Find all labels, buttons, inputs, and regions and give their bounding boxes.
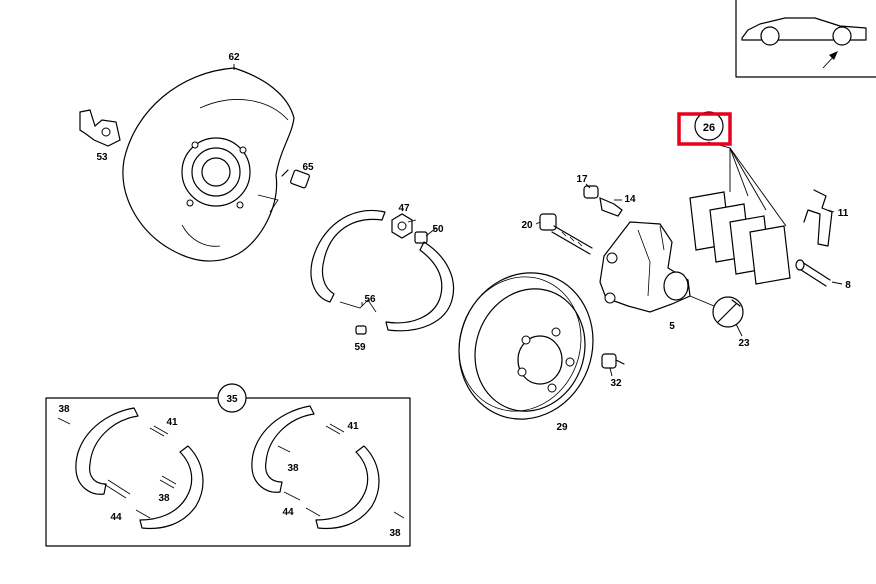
label-38-b: 38 <box>158 493 170 504</box>
label-29: 29 <box>556 422 568 433</box>
label-50: 50 <box>432 224 444 235</box>
label-32: 32 <box>610 378 622 389</box>
label-14: 14 <box>624 194 636 205</box>
brake-disc-29 <box>458 272 594 420</box>
shoe-kit-inset-35 <box>45 383 411 547</box>
bleeder-17 <box>583 185 599 199</box>
part-labels: 62 53 65 47 50 56 59 17 14 20 11 8 5 23 … <box>58 52 851 539</box>
parking-shoes-56 <box>310 209 455 335</box>
label-56: 56 <box>364 294 376 305</box>
label-20: 20 <box>521 220 533 231</box>
label-59: 59 <box>354 342 366 353</box>
label-65: 65 <box>302 162 314 173</box>
wrench-symbol-23 <box>712 296 744 328</box>
backing-plate-62 <box>122 67 295 262</box>
locator-arrow-icon <box>822 51 838 69</box>
label-44-a: 44 <box>110 512 122 523</box>
label-26: 26 <box>703 122 715 134</box>
label-47: 47 <box>398 203 410 214</box>
label-11: 11 <box>838 208 849 219</box>
label-17: 17 <box>576 174 588 185</box>
bleeder-14 <box>599 197 623 217</box>
label-5: 5 <box>669 321 675 332</box>
bracket-53 <box>79 109 121 147</box>
label-38-c: 38 <box>287 463 299 474</box>
leader-lines <box>233 64 843 377</box>
bolt-20 <box>539 213 593 255</box>
label-41-b: 41 <box>347 421 359 432</box>
bolt-32 <box>601 353 625 369</box>
highlight-box-26 <box>677 112 732 146</box>
label-8: 8 <box>845 280 851 291</box>
label-23: 23 <box>738 338 750 349</box>
label-53: 53 <box>96 152 108 163</box>
adjuster-50 <box>414 231 428 244</box>
car-locator-inset <box>735 0 876 78</box>
label-38-a: 38 <box>58 404 70 415</box>
bolt-65 <box>281 169 310 189</box>
brake-pads-26 <box>689 141 791 285</box>
label-44-b: 44 <box>282 507 294 518</box>
adjuster-47 <box>391 213 413 239</box>
label-41-a: 41 <box>166 417 178 428</box>
pin-8 <box>795 259 831 287</box>
caliper-5 <box>599 221 691 313</box>
label-38-d: 38 <box>389 528 401 539</box>
clip-11 <box>803 189 833 247</box>
label-35: 35 <box>226 394 238 405</box>
car-locator-icon <box>741 17 867 46</box>
label-62: 62 <box>228 52 240 63</box>
callout-26-highlight: 26 <box>677 111 732 146</box>
